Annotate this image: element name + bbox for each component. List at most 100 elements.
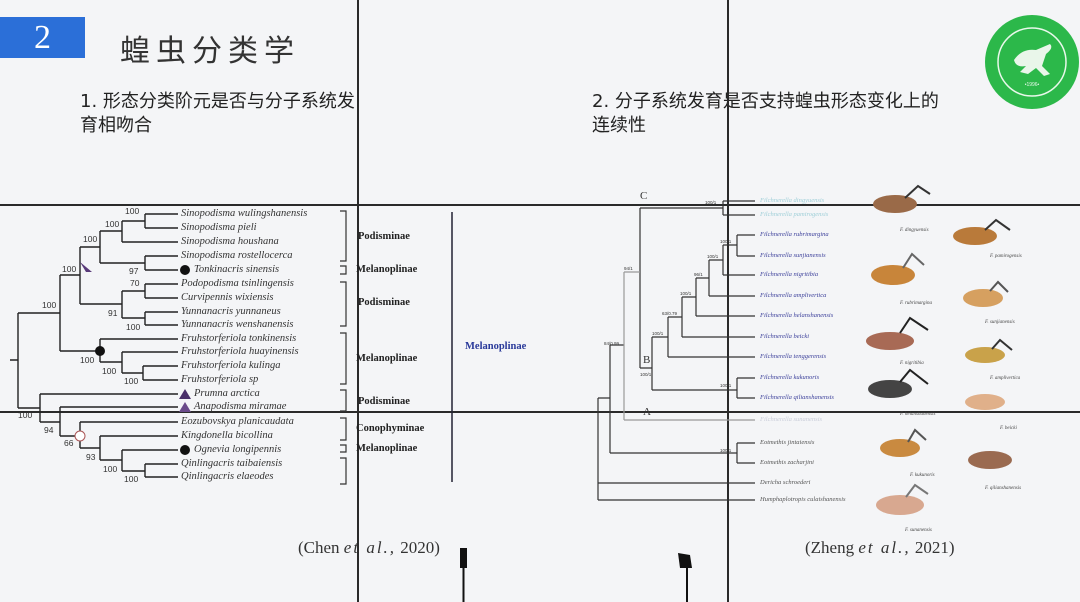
specimen-photos bbox=[866, 184, 1013, 515]
taxon-label: Anapodisma miramae bbox=[194, 401, 287, 412]
citation-right: (Zheng et al., 2021) bbox=[805, 538, 955, 558]
clade-label: Melanoplinae bbox=[356, 353, 418, 364]
taxon-label: Filchnerella rubrimargina bbox=[760, 231, 829, 238]
clade-letter: A bbox=[643, 406, 651, 418]
node-label: 84/0.99 bbox=[604, 341, 620, 346]
support-value: 70 bbox=[130, 278, 140, 288]
support-value: 93 bbox=[86, 452, 96, 462]
taxon-label: Curvipennis wixiensis bbox=[181, 292, 274, 303]
taxon-label: Eotmethis jintaiensis bbox=[760, 439, 815, 446]
left-phylogenetic-tree bbox=[10, 210, 453, 485]
clade-label: Podisminae bbox=[358, 231, 410, 242]
node-label: 100/1 bbox=[707, 254, 719, 259]
citation-author: (Chen bbox=[298, 538, 340, 557]
specimen-caption: F. sunanensis bbox=[905, 528, 932, 533]
taxon-label: Filchnerella sunjianensis bbox=[760, 252, 826, 259]
taxon-label: Sinopodisma wulingshanensis bbox=[181, 208, 308, 219]
taxon-label: Filchnerella qilianshanensis bbox=[760, 394, 834, 401]
support-value: 94 bbox=[44, 425, 54, 435]
clade-label: Melanoplinae bbox=[356, 264, 418, 275]
taxon-label: Qinlingacris taibaiensis bbox=[181, 458, 283, 469]
specimen-caption: F. dingyuensis bbox=[900, 228, 929, 233]
support-value: 97 bbox=[129, 266, 139, 276]
specimen-caption: F. kukunoris bbox=[910, 473, 935, 478]
triangle-node-marker bbox=[80, 262, 92, 272]
grasshopper-logo-icon: •1996• bbox=[985, 15, 1079, 109]
support-value: 91 bbox=[108, 308, 118, 318]
specimen-caption: F. beicki bbox=[1000, 426, 1017, 431]
taxon-label: Filchnerella tenggerensis bbox=[760, 353, 827, 360]
slide-title: 蝗虫分类学 bbox=[120, 34, 300, 69]
taxon-label: Sinopodisma houshana bbox=[181, 236, 279, 247]
support-value: 100 bbox=[18, 410, 33, 420]
taxon-label: Eozubovskya planicaudata bbox=[181, 416, 294, 427]
clade-letter: C bbox=[640, 190, 648, 202]
taxon-label: Fruhstorferiola kulinga bbox=[181, 360, 281, 371]
frame-line-vertical-right bbox=[727, 0, 729, 602]
support-value: 100 bbox=[102, 366, 117, 376]
taxon-label: Podopodisma tsinlingensis bbox=[181, 278, 294, 289]
taxon-label: Filchnerella kukunoris bbox=[760, 374, 820, 381]
filled-circle-node-marker bbox=[95, 346, 105, 356]
question-1: 1. 形态分类阶元是否与分子系统发育相吻合 bbox=[80, 91, 355, 136]
taxon-label: Eotmethis zacharjini bbox=[760, 459, 814, 466]
taxon-label: Yunnanacris wenshanensis bbox=[181, 319, 294, 330]
support-value: 100 bbox=[80, 355, 95, 365]
frame-line-horizontal-top bbox=[0, 204, 1080, 206]
taxon-label: Sinopodisma rostellocerca bbox=[181, 250, 293, 261]
taxon-label: Yunnanacris yunnaneus bbox=[181, 306, 281, 317]
citation-etal: et al., bbox=[858, 538, 911, 557]
node-label: 100/1 bbox=[705, 200, 717, 205]
taxon-label: Filchnerella amplivertica bbox=[760, 292, 827, 299]
open-circle-node-marker bbox=[74, 430, 86, 442]
node-label: 96/1 bbox=[694, 272, 703, 277]
clade-label: Podisminae bbox=[358, 297, 410, 308]
taxon-label: Fruhstorferiola huayinensis bbox=[181, 346, 299, 357]
specimen-caption: F. sunjianensis bbox=[985, 320, 1015, 325]
taxon-label: Prumna arctica bbox=[194, 388, 260, 399]
node-label: 63/0.79 bbox=[662, 311, 678, 316]
clade-label: Melanoplinae bbox=[356, 443, 418, 454]
citation-left: (Chen et al., 2020) bbox=[298, 538, 440, 558]
citation-etal: et al., bbox=[343, 538, 397, 557]
citation-author: (Zheng bbox=[805, 538, 855, 557]
node-label: 100/1 bbox=[720, 239, 732, 244]
support-value: 100 bbox=[83, 234, 98, 244]
citation-year: 2020) bbox=[400, 538, 440, 557]
taxon-label: Filchnerella beicki bbox=[760, 333, 810, 340]
taxon-label: Fruhstorferiola tonkinensis bbox=[181, 333, 297, 344]
node-label: 100/1 bbox=[680, 291, 692, 296]
clade-label: Conophyminae bbox=[356, 423, 425, 434]
taxon-label: Tonkinacris sinensis bbox=[194, 264, 280, 275]
taxon-label: Humphaplotropis culaishanensis bbox=[760, 496, 846, 503]
taxon-label: Filchnerella dingyuensis bbox=[760, 197, 825, 204]
clade-label: Podisminae bbox=[358, 396, 410, 407]
taxon-label: Filchnerella helanshanensis bbox=[760, 312, 834, 319]
support-value: 66 bbox=[64, 438, 74, 448]
frame-line-vertical-left bbox=[357, 0, 359, 602]
taxon-label: Filchnerella nigritibia bbox=[760, 271, 819, 278]
taxon-label: Dericha schroederi bbox=[760, 479, 811, 486]
support-value: 100 bbox=[124, 474, 139, 484]
right-phylogenetic-tree bbox=[597, 184, 1013, 515]
question-2: 2. 分子系统发育是否支持蝗虫形态变化上的连续性 bbox=[592, 91, 939, 136]
frame-line-horizontal-bottom bbox=[0, 411, 1080, 413]
specimen-caption: F. rubrimargina bbox=[900, 301, 932, 306]
support-value: 100 bbox=[105, 219, 120, 229]
node-label: 94/1 bbox=[624, 266, 633, 271]
support-value: 100 bbox=[125, 206, 140, 216]
node-label: 100/1 bbox=[720, 383, 732, 388]
section-number-badge: 2 bbox=[0, 17, 85, 58]
taxon-label: Fruhstorferiola sp bbox=[181, 374, 259, 385]
clade-letter: B bbox=[643, 354, 651, 366]
node-label: 100/1 bbox=[640, 372, 652, 377]
taxon-label: Kingdonella bicollina bbox=[181, 430, 273, 441]
specimen-caption: F. helanshanensis bbox=[900, 412, 936, 417]
lab-logo: •1996• bbox=[984, 14, 1080, 110]
citation-year: 2021) bbox=[914, 538, 955, 557]
taxon-label: Qinlingacris elaeodes bbox=[181, 471, 274, 482]
specimen-caption: F. amplivertica bbox=[990, 376, 1021, 381]
taxon-label: Ognevia longipennis bbox=[194, 444, 282, 455]
support-value: 100 bbox=[103, 464, 118, 474]
support-value: 100 bbox=[124, 376, 139, 386]
